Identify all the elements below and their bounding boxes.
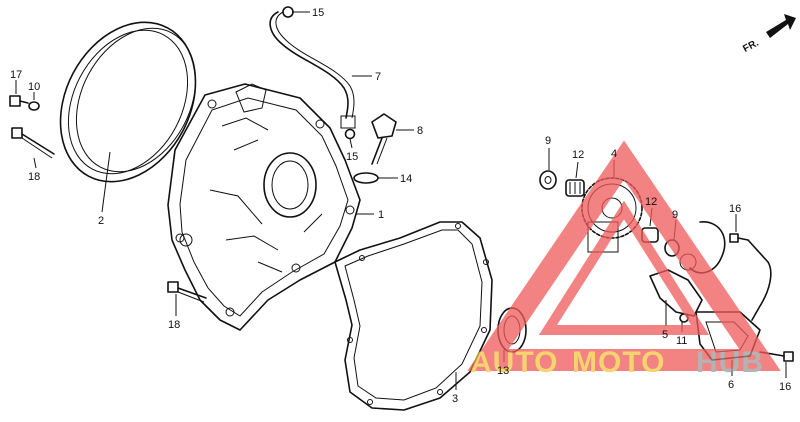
callout-13: 13 — [497, 365, 509, 377]
callout-18-lower: 18 — [168, 319, 180, 331]
part-governor-rod — [747, 239, 772, 321]
callout-16-upper: 16 — [729, 203, 741, 215]
callout-8: 8 — [417, 125, 423, 137]
part-clip-top — [282, 6, 294, 18]
callout-10: 10 — [28, 81, 40, 93]
part-washer-9a — [539, 170, 557, 190]
callout-7: 7 — [375, 71, 381, 83]
callout-1: 1 — [378, 209, 384, 221]
part-bolt-17 — [9, 95, 29, 107]
watermark-hub: HUB — [696, 346, 764, 379]
part-ring-seal — [59, 21, 197, 183]
callout-16-lower: 16 — [779, 381, 791, 393]
direction-label: FR. — [741, 37, 761, 54]
part-bolt-18-lower — [167, 281, 207, 303]
callout-14: 14 — [400, 173, 412, 185]
callouts: 15 7 8 15 14 1 17 10 18 2 18 3 9 12 4 12… — [10, 7, 791, 405]
part-o-ring — [353, 172, 379, 184]
callout-5: 5 — [662, 329, 668, 341]
callout-12-upper: 12 — [572, 149, 584, 161]
part-washer-10 — [28, 101, 40, 111]
part-filler-plug — [371, 113, 397, 165]
part-bolt-18-left — [11, 127, 55, 159]
callout-2: 2 — [98, 215, 104, 227]
watermark-auto: AUTO — [470, 346, 558, 379]
callout-3: 3 — [452, 393, 458, 405]
part-bolt-16a — [729, 233, 749, 243]
part-clip-lower — [344, 128, 356, 140]
callout-6: 6 — [728, 379, 734, 391]
callout-15-top: 15 — [312, 7, 324, 19]
callout-18-left: 18 — [28, 171, 40, 183]
part-crankcase-cover — [167, 83, 361, 331]
callout-9-lower: 9 — [672, 209, 678, 221]
callout-9-upper: 9 — [545, 135, 551, 147]
part-breather-tube — [269, 11, 356, 129]
watermark-moto: MOTO — [572, 346, 665, 379]
callout-11: 11 — [676, 335, 687, 347]
watermark: AUTO MOTO HUB — [467, 140, 781, 379]
callout-15-lower: 15 — [346, 151, 358, 163]
callout-12-lower: 12 — [645, 196, 657, 208]
part-gasket — [334, 221, 493, 411]
direction-arrow-icon: FR. — [741, 14, 796, 55]
part-bearing-12a — [565, 179, 585, 197]
callout-4: 4 — [611, 148, 617, 160]
callout-17: 17 — [10, 69, 22, 81]
